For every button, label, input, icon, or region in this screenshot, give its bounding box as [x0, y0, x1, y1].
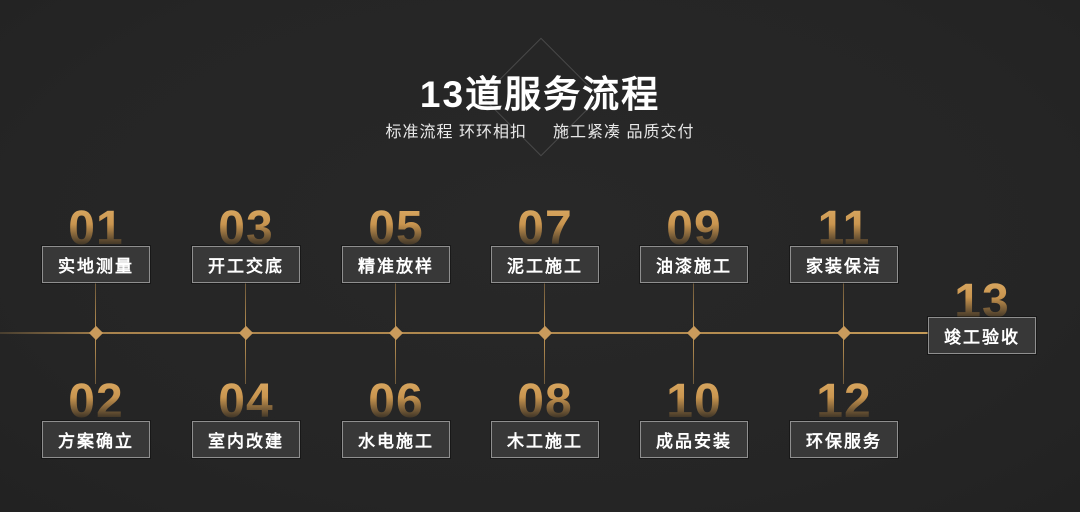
step-number: 01: [42, 205, 150, 253]
subtitle-right-text: 施工紧凑 品质交付: [553, 124, 695, 141]
step-number: 06: [342, 378, 450, 426]
step-label-box: 精准放样: [342, 246, 450, 283]
step-number: 10: [640, 378, 748, 426]
step-label-box: 油漆施工: [640, 246, 748, 283]
step-number: 11: [790, 205, 898, 253]
step-label-box: 实地测量: [42, 246, 150, 283]
page-subtitle: 标准流程 环环相扣 施工紧凑 品质交付: [0, 118, 1080, 142]
step-column-4: 07 泥工施工 08 木工施工: [491, 200, 599, 462]
timeline-node-diamond-icon: [88, 325, 104, 341]
step-column-3: 05 精准放样 06 水电施工: [342, 200, 450, 462]
step-number: 12: [790, 378, 898, 426]
timeline-node-diamond-icon: [537, 325, 553, 341]
step-number: 04: [192, 378, 300, 426]
step-number: 03: [192, 205, 300, 253]
step-number: 08: [491, 378, 599, 426]
page-title: 13道服务流程: [419, 74, 661, 115]
step-column-1: 01 实地测量 02 方案确立: [42, 200, 150, 462]
step-number: 02: [42, 378, 150, 426]
step-column-2: 03 开工交底 04 室内改建: [192, 200, 300, 462]
step-label-box: 方案确立: [42, 421, 150, 458]
step-column-5: 09 油漆施工 10 成品安装: [640, 200, 748, 462]
timeline-node-diamond-icon: [686, 325, 702, 341]
step-number: 07: [491, 205, 599, 253]
step-column-final: 13 竣工验收: [928, 200, 1036, 462]
timeline-line: [0, 332, 928, 334]
step-number: 09: [640, 205, 748, 253]
step-label-box: 环保服务: [790, 421, 898, 458]
step-number: 05: [342, 205, 450, 253]
subtitle-left-text: 标准流程 环环相扣: [385, 124, 527, 141]
step-label-box: 木工施工: [491, 421, 599, 458]
timeline-node-diamond-icon: [388, 325, 404, 341]
step-label-box: 泥工施工: [491, 246, 599, 283]
timeline-node-diamond-icon: [836, 325, 852, 341]
step-label-box: 成品安装: [640, 421, 748, 458]
timeline-node-diamond-icon: [238, 325, 254, 341]
step-label-box: 开工交底: [192, 246, 300, 283]
step-label-box: 家装保洁: [790, 246, 898, 283]
step-label-box: 室内改建: [192, 421, 300, 458]
step-label-box: 竣工验收: [928, 317, 1036, 354]
step-label-box: 水电施工: [342, 421, 450, 458]
step-column-6: 11 家装保洁 12 环保服务: [790, 200, 898, 462]
